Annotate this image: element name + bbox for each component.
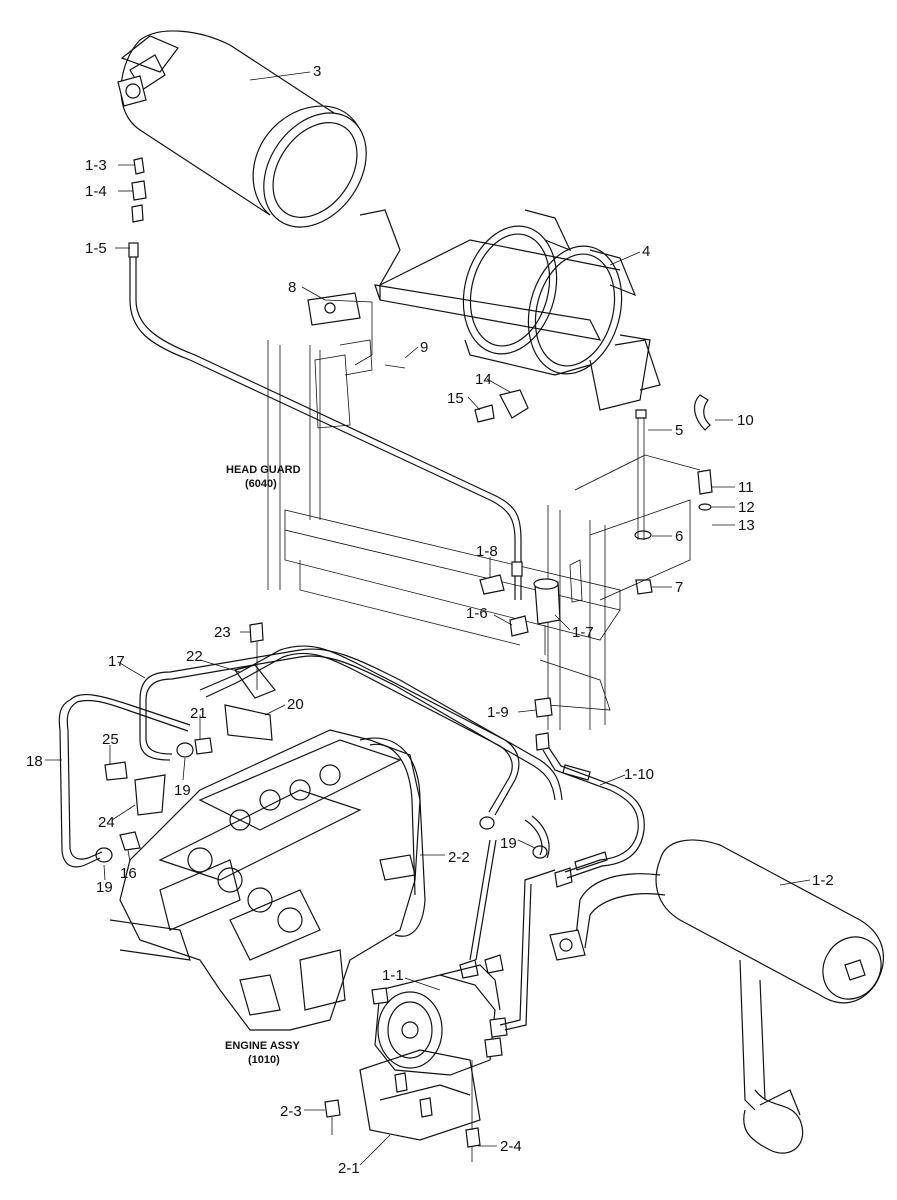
- fuel-filter-1-7: [479, 574, 561, 655]
- label-15: 15: [447, 390, 464, 407]
- label-16: 16: [120, 865, 137, 882]
- label-1-3: 1-3: [85, 157, 107, 174]
- label-2-4: 2-4: [500, 1138, 522, 1155]
- engine-assy: [109, 729, 426, 1031]
- label-12: 12: [738, 499, 755, 516]
- label-4: 4: [642, 243, 650, 260]
- label-3: 3: [313, 63, 321, 80]
- vaporizer-regulator: [371, 839, 556, 1076]
- label-25: 25: [102, 731, 119, 748]
- label-24: 24: [98, 814, 115, 831]
- tank-latch-parts: [634, 394, 713, 595]
- label-21: 21: [190, 705, 207, 722]
- label-19-right: 19: [500, 835, 517, 852]
- label-9: 9: [420, 339, 428, 356]
- bracket-8: [307, 292, 406, 369]
- muffler: [549, 839, 884, 1154]
- leader-lines: [45, 71, 811, 1166]
- fittings-1-3-1-4: [131, 157, 147, 223]
- caption-head-guard: HEAD GUARD: [226, 464, 301, 476]
- label-19-lower: 19: [96, 879, 113, 896]
- caption-engine-assy: ENGINE ASSY: [225, 1040, 300, 1052]
- label-8: 8: [288, 279, 296, 296]
- part-labels: 3 4 1-3 1-4 1-5 8 9 14 15 10 5 11 12 13 …: [26, 63, 834, 1177]
- regulator-bracket: [324, 1049, 481, 1162]
- label-5: 5: [675, 422, 683, 439]
- label-7: 7: [675, 579, 683, 596]
- label-1-5: 1-5: [85, 240, 107, 257]
- label-1-1: 1-1: [382, 967, 404, 984]
- label-6: 6: [675, 528, 683, 545]
- label-2-3: 2-3: [280, 1103, 302, 1120]
- label-10: 10: [737, 412, 754, 429]
- label-1-8: 1-8: [476, 543, 498, 560]
- clip-14: [474, 389, 529, 423]
- label-2-2: 2-2: [448, 849, 470, 866]
- label-18: 18: [26, 753, 43, 770]
- label-14: 14: [475, 371, 492, 388]
- label-19-upper: 19: [174, 782, 191, 799]
- label-23: 23: [214, 624, 231, 641]
- head-guard-frame: [267, 339, 701, 730]
- hoses-17-18: [58, 645, 563, 868]
- label-1-9: 1-9: [487, 704, 509, 721]
- label-1-6: 1-6: [466, 605, 488, 622]
- label-17: 17: [108, 653, 125, 670]
- label-1-7: 1-7: [572, 624, 594, 641]
- caption-engine-assy-code: (1010): [248, 1054, 280, 1066]
- label-11: 11: [738, 479, 754, 496]
- fuel-line-1-10: [534, 697, 645, 888]
- label-13: 13: [738, 517, 755, 534]
- clamps-and-brackets: [95, 622, 548, 863]
- label-1-2: 1-2: [812, 872, 834, 889]
- lpg-tank: [117, 30, 367, 228]
- label-1-4: 1-4: [85, 183, 107, 200]
- label-20: 20: [287, 696, 304, 713]
- tank-bracket: [359, 209, 661, 411]
- label-1-10: 1-10: [624, 766, 654, 783]
- label-2-1: 2-1: [338, 1160, 360, 1177]
- caption-head-guard-code: (6040): [245, 478, 277, 490]
- fuel-hose-1-5: [128, 242, 523, 600]
- label-22: 22: [186, 648, 203, 665]
- captions: HEAD GUARD (6040) ENGINE ASSY (1010): [225, 464, 301, 1066]
